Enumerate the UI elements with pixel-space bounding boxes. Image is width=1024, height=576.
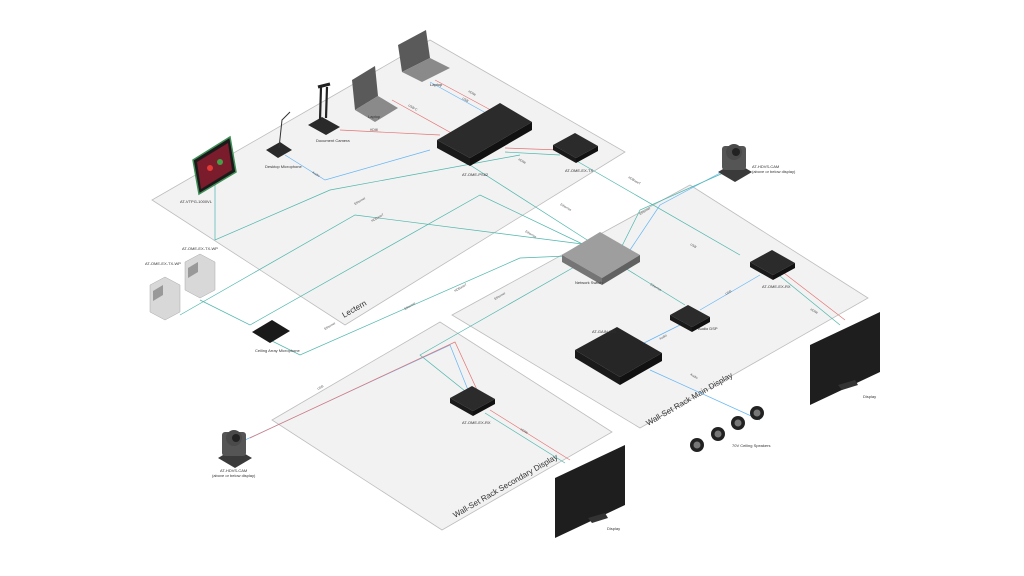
wallplate-1-label: AT-OME-EX-TX-WP — [182, 246, 218, 251]
wire-wallplate-eth — [199, 194, 596, 326]
wire-netswitch-rx-sec — [419, 257, 591, 396]
wire-touch-eth — [214, 154, 521, 241]
camera-main: AT-HDVS-CAM (above or below display) — [718, 144, 796, 182]
touch-panel-label: AT-VTPG-1000VL — [180, 199, 213, 204]
ceiling-speakers: 70V Ceiling Speakers — [690, 406, 770, 452]
camera-secondary: AT-HDVS-CAM (above or below display) — [212, 430, 256, 478]
ceiling-microphone: Ceiling Array Microphone — [252, 320, 300, 353]
wire-label-hdbaset-1: HDBaseT — [628, 175, 642, 185]
wire-laptop2-usb — [429, 81, 496, 119]
camera-secondary-label: AT-HDVS-CAM — [220, 468, 247, 473]
wire-label-usb-4: USB — [317, 384, 325, 391]
wire-label-ethernet-5: Ethernet — [494, 291, 507, 301]
wire-laptop2-hdmi — [434, 79, 501, 116]
wire-desktop-mic — [284, 149, 431, 181]
wire-amp-speakers — [649, 369, 761, 421]
wire-label-audio: Audio — [312, 170, 321, 178]
wire-label-hdbaset-3: HDBaseT — [454, 282, 468, 292]
switcher-label: AT-OME-PS62 — [462, 172, 489, 177]
camera-main-note: (above or below display) — [752, 169, 796, 174]
wire-rx-display-usb — [774, 271, 841, 326]
laptop-2-label: Laptop — [430, 82, 443, 87]
wallplate-2: AT-OME-EX-TX-WP — [145, 261, 181, 321]
transmitter-lectern: AT-OME-EX-TX — [553, 133, 598, 173]
touch-panel: AT-VTPG-1000VL — [180, 135, 237, 204]
network-switch-label: Network Switch — [575, 280, 603, 285]
wallplate-2-label: AT-OME-EX-TX-WP — [145, 261, 181, 266]
speakers-label: 70V Ceiling Speakers — [732, 443, 770, 448]
display-main: Display — [810, 312, 880, 405]
doc-camera-label: Document Camera — [316, 138, 350, 143]
receiver-secondary: AT-OME-EX-RX — [450, 386, 495, 425]
wire-switcher-tx — [504, 147, 561, 151]
audio-dsp-label: Audio DSP — [698, 326, 718, 331]
display-secondary: Display — [555, 445, 625, 538]
wire-label-usb-2: USB — [690, 242, 698, 249]
document-camera: Document Camera — [308, 82, 350, 143]
display-main-label: Display — [863, 394, 876, 399]
audio-dsp: Audio DSP — [670, 305, 718, 332]
wire-cam-sec-hdmi — [249, 341, 479, 439]
wire-labels: USB HDMI USB-C HDMI Audio HDMI HDBaseT E… — [312, 89, 819, 435]
wire-label-ethernet-3: Ethernet — [525, 229, 538, 239]
wire-label-hdmi-2: HDMI — [370, 128, 378, 132]
wire-switcher-tx2 — [504, 151, 561, 156]
wire-tx-main-hdbaset — [574, 159, 741, 256]
wire-rx-sec-display2 — [484, 412, 566, 464]
amplifier-label: AT-GAIN-120 — [592, 329, 616, 334]
camera-main-label: AT-HDVS-CAM — [752, 164, 779, 169]
wire-label-ethernet-1: Ethernet — [354, 196, 367, 206]
display-secondary-label: Display — [607, 526, 620, 531]
wire-label-hdmi-5: HDMI — [520, 427, 529, 435]
rx-main-label: AT-OME-EX-RX — [762, 284, 791, 289]
tx-lectern-label: AT-OME-EX-TX — [565, 168, 593, 173]
wire-switcher-netswitch — [469, 164, 596, 246]
wire-label-hdmi-3: HDMI — [518, 157, 527, 165]
wire-label-ethernet-4: Ethernet — [404, 301, 417, 311]
wire-doccam-hdmi — [339, 129, 441, 136]
wire-label-hdmi-4: HDMI — [810, 307, 819, 315]
wire-label-usb-3: USB — [725, 289, 733, 296]
wire-label-audio-2: Audio — [659, 333, 668, 341]
wire-label-hdbaset-2: HDBaseT — [371, 212, 385, 222]
wire-label-ethernet-7: Ethernet — [639, 206, 652, 216]
wire-label-ethernet-2: Ethernet — [560, 202, 573, 212]
wire-rx-dsp — [699, 274, 761, 311]
wire-label-usb-1: USB — [462, 96, 470, 103]
amplifier: AT-GAIN-120 — [575, 327, 662, 385]
network-switch: Network Switch — [562, 232, 640, 285]
wire-netswitch-dsp — [619, 264, 686, 306]
rx-secondary-label: AT-OME-EX-RX — [462, 420, 491, 425]
laptop-1: Laptop — [352, 66, 398, 122]
wire-label-ethernet-6: Ethernet — [650, 282, 663, 292]
wire-rx-display-hdmi — [779, 269, 846, 321]
camera-secondary-note: (above or below display) — [212, 473, 256, 478]
desktop-microphone: Desktop Microphone — [265, 111, 302, 169]
wire-laptop1-usbc — [391, 99, 456, 136]
wire-label-ethernet-8: Ethernet — [324, 321, 337, 331]
wire-camera-main-eth — [619, 169, 731, 251]
wire-rx-sec-display — [489, 409, 571, 461]
laptop-1-label: Laptop — [368, 114, 381, 119]
wire-label-usbc: USB-C — [408, 103, 419, 112]
wire-label-hdmi-1: HDMI — [468, 89, 477, 97]
desktop-mic-label-1: Desktop Microphone — [265, 164, 302, 169]
ceiling-mic-label-1: Ceiling Array Microphone — [255, 348, 300, 353]
wire-camera-main-usb — [629, 164, 736, 251]
wire-label-audio-3: Audio — [690, 372, 699, 380]
wallplate-1: AT-OME-EX-TX-WP — [182, 246, 218, 299]
laptop-2: Laptop — [398, 30, 450, 87]
switcher: AT-OME-PS62 — [437, 103, 532, 177]
wires — [179, 79, 846, 464]
receiver-main: AT-OME-EX-RX — [750, 250, 795, 289]
wire-wallplate-hdbaset — [179, 214, 591, 316]
wire-ceilingmic-eth — [269, 254, 591, 356]
